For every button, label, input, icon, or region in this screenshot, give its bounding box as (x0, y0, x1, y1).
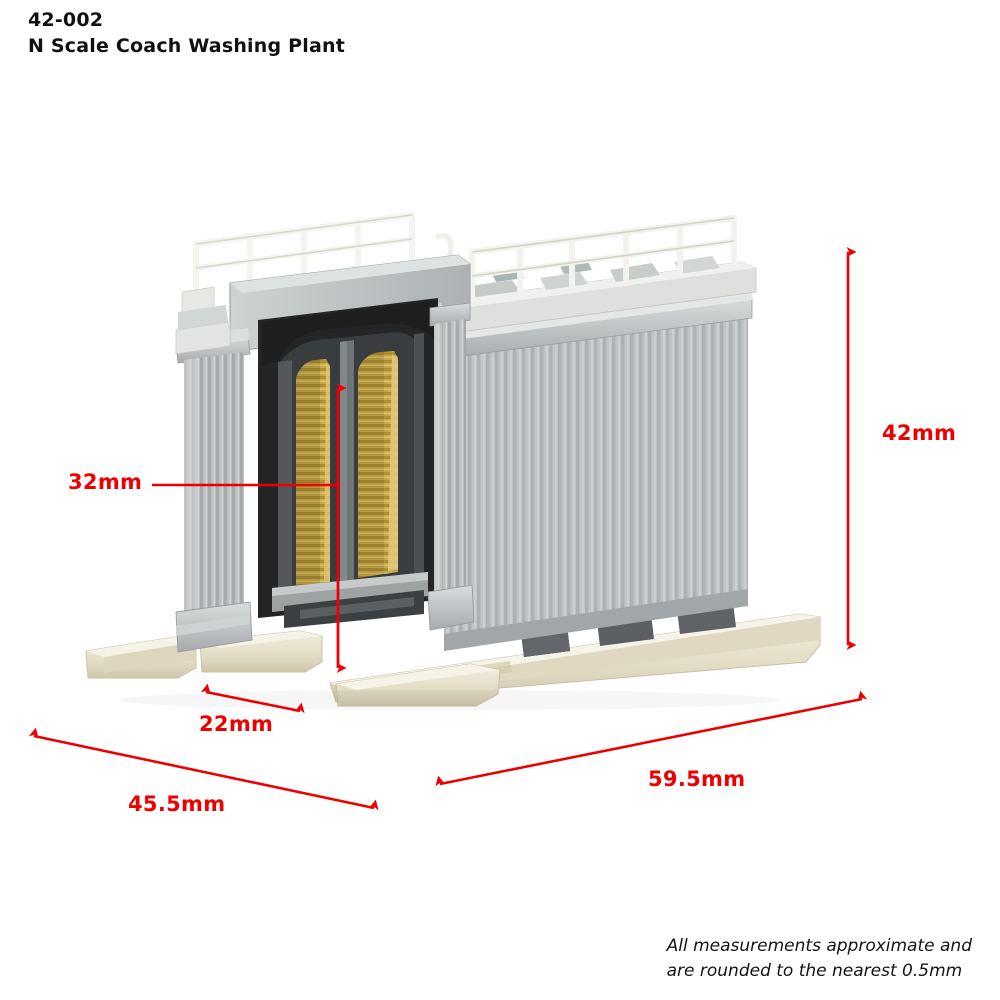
dimension-label-45-5mm: 45.5mm (128, 792, 226, 816)
product-sku: 42-002 (28, 9, 104, 31)
portal-top-edge (175, 305, 231, 355)
column-left (175, 328, 253, 653)
page-title: N Scale Coach Washing Plant (28, 35, 345, 57)
disclaimer-line-1: All measurements approximate and (666, 936, 972, 956)
base-foot-left (85, 636, 197, 679)
dimension-label-42mm: 42mm (882, 421, 957, 445)
measurement-disclaimer: All measurements approximate and are rou… (667, 934, 972, 984)
railing-right-shadow (471, 217, 735, 277)
disclaimer-line-2: are rounded to the nearest 0.5mm (666, 961, 963, 981)
brush-roller-left (296, 359, 330, 586)
model-photo-group (85, 212, 821, 707)
dimension-label-59-5mm: 59.5mm (648, 767, 746, 791)
interior-floor (272, 572, 428, 628)
railing-left-shadow (195, 214, 413, 269)
side-wall-corrugated (439, 290, 753, 651)
archway-opening (258, 298, 438, 618)
dimension-label-32mm: 32mm (68, 470, 143, 494)
column-right (427, 302, 475, 631)
dimension-label-22mm: 22mm (199, 712, 274, 736)
header: 42-002 N Scale Coach Washing Plant (28, 8, 628, 59)
brush-roller-right (358, 351, 398, 578)
